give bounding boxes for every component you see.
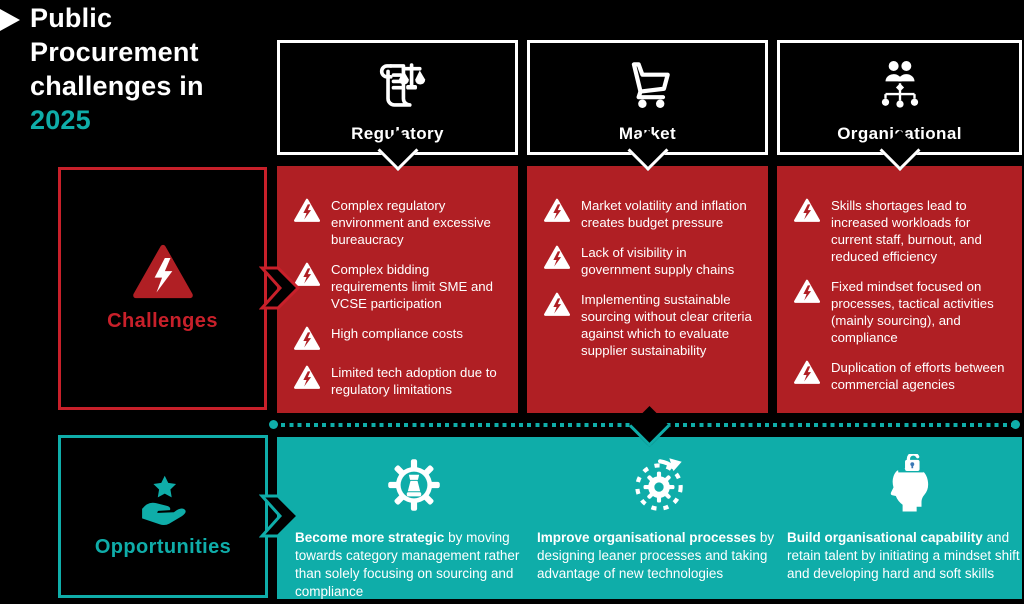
opportunity-lead: Improve organisational processes: [537, 530, 757, 545]
opportunity-item: Build organisational capability and reta…: [787, 445, 1024, 583]
challenge-item: Duplication of efforts between commercia…: [794, 359, 1009, 393]
shopping-cart-icon: [618, 52, 678, 118]
warning-triangle-icon: [294, 198, 320, 223]
challenge-item: Lack of visibility in government supply …: [544, 244, 755, 278]
opportunity-text: Become more strategic by moving towards …: [295, 529, 533, 601]
warning-triangle-icon: [294, 326, 320, 351]
opportunity-text: Improve organisational processes by desi…: [537, 529, 781, 583]
header-organisational: Organisational: [777, 40, 1022, 172]
challenge-text: Fixed mindset focused on processes, tact…: [831, 279, 994, 345]
challenge-text: Complex regulatory environment and exces…: [331, 198, 491, 247]
gear-chess-icon: [381, 445, 447, 525]
opportunities-label: Opportunities: [94, 536, 232, 558]
challenge-item: High compliance costs: [294, 325, 505, 351]
opportunity-text: Build organisational capability and reta…: [787, 529, 1024, 583]
connector-start-dot: [269, 420, 278, 429]
challenge-text: Implementing sustainable sourcing withou…: [581, 292, 752, 358]
play-triangle-icon: [0, 9, 20, 31]
head-padlock-icon: [875, 445, 937, 525]
gear-refresh-icon: [626, 445, 692, 525]
challenge-text: Market volatility and inflation creates …: [581, 198, 747, 230]
title-line: Procurement: [30, 37, 199, 67]
warning-triangle-icon: [794, 360, 820, 385]
warning-triangle-icon: [544, 198, 570, 223]
opportunity-lead: Build organisational capability: [787, 530, 983, 545]
challenge-item: Skills shortages lead to increased workl…: [794, 197, 1009, 265]
challenge-item: Fixed mindset focused on processes, tact…: [794, 278, 1009, 346]
warning-triangle-icon: [133, 244, 193, 300]
challenge-text: Lack of visibility in government supply …: [581, 245, 735, 277]
challenge-item: Implementing sustainable sourcing withou…: [544, 291, 755, 359]
right-chevron-icon: [259, 266, 301, 310]
warning-triangle-icon: [794, 198, 820, 223]
challenge-text: Skills shortages lead to increased workl…: [831, 198, 982, 264]
opportunity-lead: Become more strategic: [295, 530, 445, 545]
challenges-label-box: Challenges: [58, 167, 267, 410]
title-year: 2025: [30, 105, 91, 135]
warning-triangle-icon: [544, 292, 570, 317]
warning-triangle-icon: [794, 279, 820, 304]
challenge-item: Limited tech adoption due to regulatory …: [294, 364, 505, 398]
opportunity-item: Improve organisational processes by desi…: [537, 445, 781, 583]
challenge-text: Limited tech adoption due to regulatory …: [331, 365, 497, 397]
warning-triangle-icon: [544, 245, 570, 270]
scroll-scales-icon: [369, 52, 427, 118]
organisational-challenges-box: Skills shortages lead to increased workl…: [777, 166, 1022, 413]
challenge-text: Complex bidding requirements limit SME a…: [331, 262, 493, 311]
connector-end-dot: [1011, 420, 1020, 429]
warning-triangle-icon: [294, 365, 320, 390]
challenges-label: Challenges: [107, 310, 218, 332]
market-challenges-box: Market volatility and inflation creates …: [527, 166, 768, 413]
regulatory-challenges-box: Complex regulatory environment and exces…: [277, 166, 518, 413]
challenge-item: Complex bidding requirements limit SME a…: [294, 261, 505, 312]
title-line: Public: [30, 3, 113, 33]
challenge-text: High compliance costs: [331, 326, 463, 341]
header-regulatory: Regulatory: [277, 40, 518, 172]
challenge-item: Market volatility and inflation creates …: [544, 197, 755, 231]
page-title: Public Procurement challenges in 2025: [30, 1, 204, 137]
opportunity-rest: and retain talent by initiating a mindse…: [787, 530, 1020, 581]
opportunity-rest: by designing leaner processes and taking…: [537, 530, 775, 581]
hand-star-icon: [142, 475, 186, 526]
header-market: Market: [527, 40, 768, 172]
title-line: challenges in: [30, 71, 204, 101]
challenge-text: Duplication of efforts between commercia…: [831, 360, 1005, 392]
opportunity-rest: by moving towards category management ra…: [295, 530, 520, 599]
org-chart-icon: [871, 52, 929, 118]
opportunities-label-box: Opportunities: [58, 435, 268, 598]
right-chevron-icon: [259, 494, 301, 538]
opportunity-item: Become more strategic by moving towards …: [295, 445, 533, 601]
opportunities-band: Become more strategic by moving towards …: [277, 437, 1022, 599]
challenge-item: Complex regulatory environment and exces…: [294, 197, 505, 248]
